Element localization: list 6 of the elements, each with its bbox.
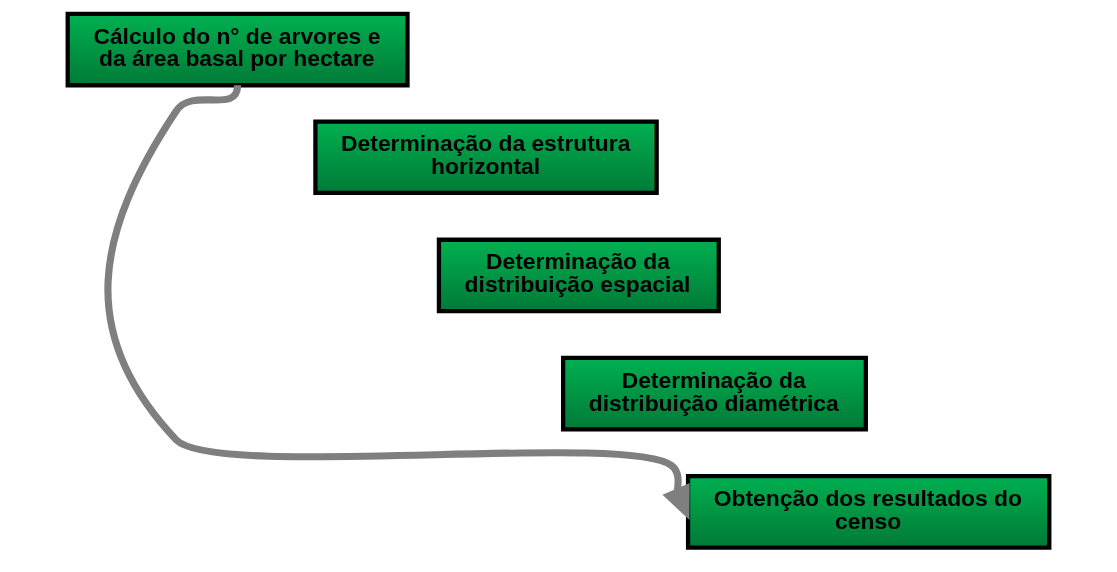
node-box: Determinação da estrutura horizontal [313, 119, 659, 196]
node-box: Determinação da distribuição diamétrica [561, 355, 868, 432]
node-box: Cálculo do n° de arvores e da área basal por hectare [65, 11, 410, 88]
arrow [104, 84, 690, 521]
node-box: Obtenção dos resultados do censo [685, 474, 1052, 550]
node-box: Determinação da distribuição espacial [436, 237, 721, 314]
